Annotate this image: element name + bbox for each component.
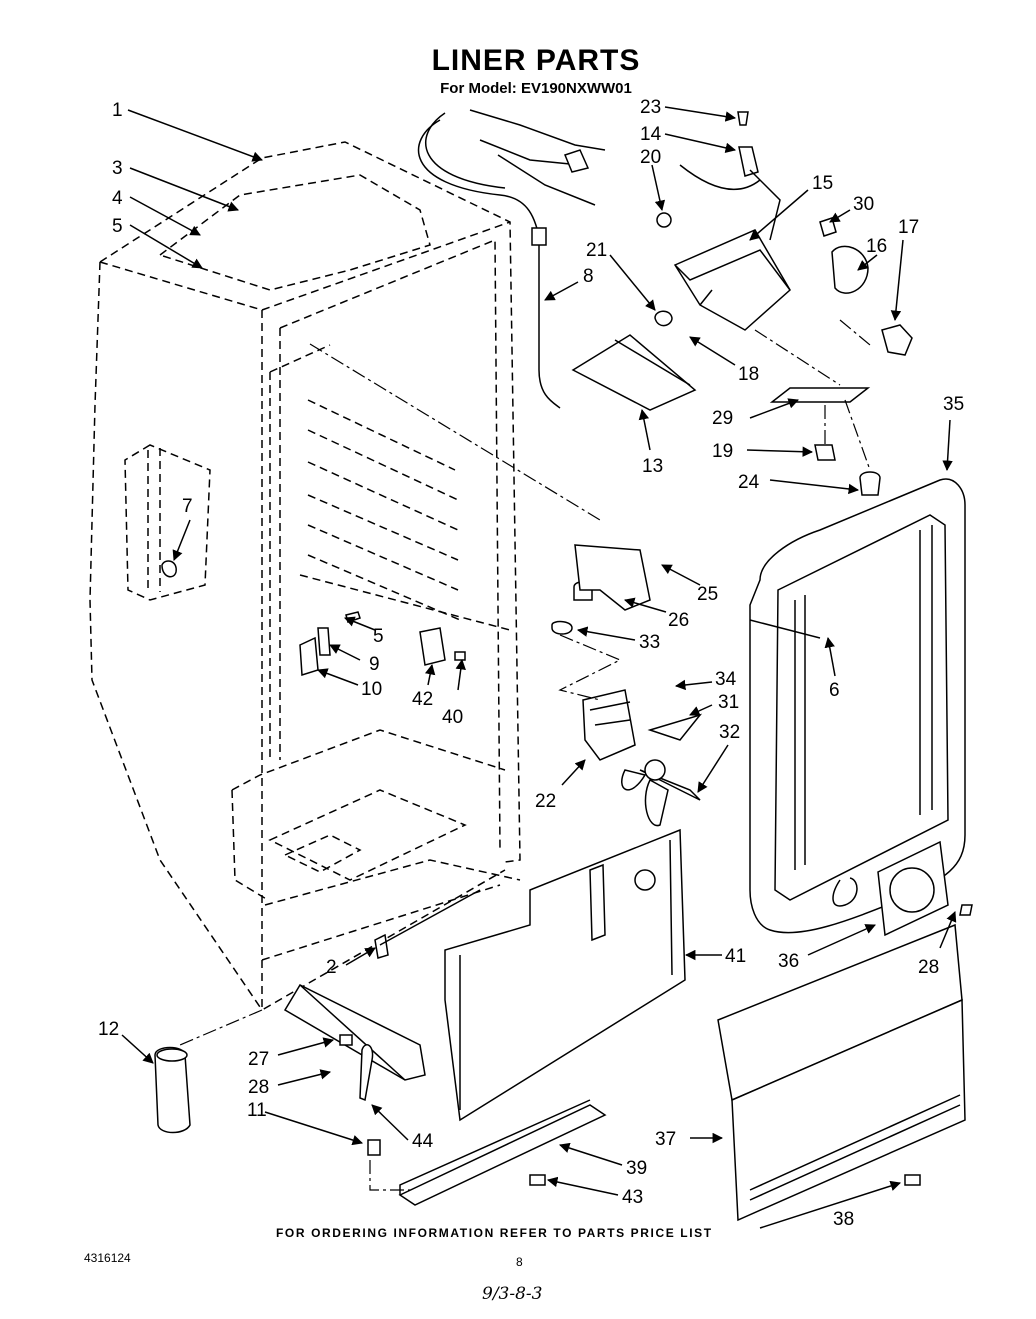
callout-24: 24	[738, 472, 760, 493]
callout-43: 43	[622, 1187, 643, 1208]
callout-41: 41	[725, 946, 746, 967]
callout-13: 13	[642, 456, 663, 477]
callout-18: 18	[738, 364, 759, 385]
callout-10: 10	[361, 679, 382, 700]
callout-30: 30	[853, 194, 874, 215]
callout-5: 5	[112, 216, 123, 237]
fan-motor-assembly	[551, 544, 703, 827]
callout-2: 2	[326, 957, 337, 978]
callout-28-right: 28	[918, 957, 939, 978]
callout-25: 25	[697, 584, 718, 605]
callout-38: 38	[833, 1209, 854, 1230]
callout-8: 8	[583, 266, 594, 287]
handwritten-note: 9/3-8-3	[482, 1284, 543, 1304]
callout-33: 33	[639, 632, 660, 653]
callout-19: 19	[712, 441, 733, 462]
page-title: LINER PARTS	[431, 44, 641, 77]
control-housing	[571, 111, 913, 496]
callout-11: 11	[247, 1100, 267, 1121]
page-number: 8	[516, 1255, 523, 1269]
callout-34: 34	[715, 669, 737, 690]
callout-17: 17	[898, 217, 919, 238]
callout-6: 6	[829, 680, 840, 701]
callout-12: 12	[98, 1019, 119, 1040]
cabinet-liner	[89, 141, 601, 1012]
callout-28-left: 28	[248, 1077, 269, 1098]
callout-37: 37	[655, 1129, 676, 1150]
callout-40: 40	[442, 707, 463, 728]
callout-35: 35	[943, 394, 964, 415]
callout-15: 15	[812, 173, 833, 194]
callout-1: 1	[112, 100, 123, 121]
wiring-harness	[417, 109, 606, 409]
callout-7: 7	[182, 496, 193, 517]
callout-27: 27	[248, 1049, 269, 1070]
callout-14: 14	[640, 124, 662, 145]
callout-3: 3	[112, 158, 123, 179]
callout-39: 39	[626, 1158, 647, 1179]
callout-4: 4	[112, 188, 123, 209]
leader-lines	[121, 106, 957, 1229]
callout-21: 21	[586, 240, 607, 261]
callout-labels: 1 3 4 5 23 14 20 15 30 16 17 21 8 18 13 …	[98, 97, 964, 1230]
callout-29: 29	[712, 408, 733, 429]
callout-36: 36	[778, 951, 799, 972]
callout-9: 9	[369, 654, 380, 675]
ordering-note: FOR ORDERING INFORMATION REFER TO PARTS …	[276, 1226, 713, 1240]
document-number: 4316124	[84, 1251, 131, 1265]
model-subtitle: For Model: EV190NXWW01	[440, 80, 632, 97]
callout-23: 23	[640, 97, 661, 118]
callout-16: 16	[866, 236, 887, 257]
bottom-parts	[154, 560, 973, 1191]
callout-31: 31	[718, 692, 739, 713]
callout-26: 26	[668, 610, 689, 631]
lower-panels	[398, 828, 966, 1222]
callout-42: 42	[412, 689, 433, 710]
callout-32: 32	[719, 722, 740, 743]
evaporator-cover-panel	[749, 478, 966, 937]
callout-22: 22	[535, 791, 556, 812]
callout-44: 44	[412, 1131, 434, 1152]
callout-20: 20	[640, 147, 661, 168]
callout-5-lower: 5	[373, 626, 384, 647]
